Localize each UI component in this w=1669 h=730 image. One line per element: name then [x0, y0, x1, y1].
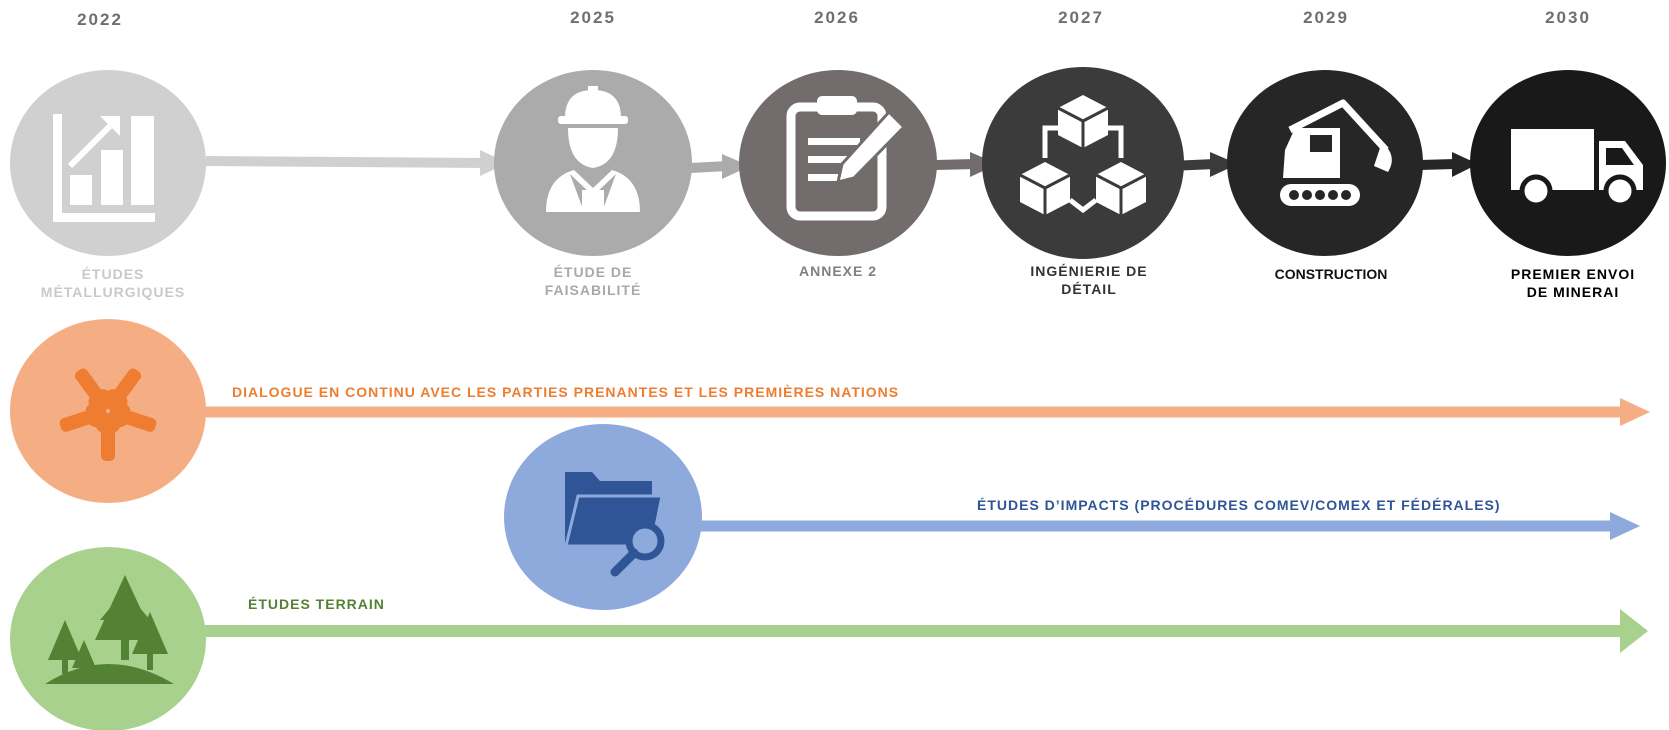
- milestone-label-2026: ANNEXE 2: [798, 263, 878, 279]
- milestone-label-2022: ÉTUDES MÉTALLURGIQUES: [40, 266, 186, 300]
- truck-icon: [1511, 129, 1643, 208]
- hands-icon: [59, 368, 157, 461]
- year-2022: 2022: [77, 10, 123, 29]
- year-2025: 2025: [570, 8, 616, 27]
- year-2027: 2027: [1058, 8, 1104, 27]
- impacts-track-label: ÉTUDES D’IMPACTS (PROCÉDURES COMEV/COMEX…: [977, 497, 1501, 513]
- milestone-arrow-2: [689, 154, 750, 179]
- milestone-label-2030: PREMIER ENVOI DE MINERAI: [1510, 266, 1636, 300]
- milestone-label-2027: INGÉNIERIE DE DÉTAIL: [1030, 263, 1148, 297]
- excavator-icon: [1280, 99, 1392, 206]
- cubes-icon: [1019, 95, 1147, 215]
- folder-search-icon: [564, 472, 665, 577]
- dialogue-circle: [10, 319, 206, 503]
- milestone-label-2025: ÉTUDE DE FAISABILITÉ: [544, 264, 642, 298]
- year-2029: 2029: [1303, 8, 1349, 27]
- terrain-track-arrow: [200, 609, 1648, 653]
- impacts-track-arrow: [700, 512, 1640, 540]
- milestone-label-2029: CONSTRUCTION: [1274, 266, 1388, 282]
- engineer-icon: [546, 86, 640, 212]
- bar-chart-icon: [53, 114, 155, 222]
- terrain-track-label: ÉTUDES TERRAIN: [248, 596, 385, 612]
- trees-icon: [45, 575, 174, 684]
- milestone-circle-2027: [982, 67, 1184, 259]
- year-2026: 2026: [814, 8, 860, 27]
- milestone-arrow-5: [1419, 152, 1478, 177]
- dialogue-track-arrow: [200, 398, 1650, 426]
- milestone-arrow-1: [205, 150, 508, 176]
- clipboard-icon: [786, 96, 907, 221]
- dialogue-track-label: DIALOGUE EN CONTINU AVEC LES PARTIES PRE…: [232, 384, 900, 400]
- year-2030: 2030: [1545, 8, 1591, 27]
